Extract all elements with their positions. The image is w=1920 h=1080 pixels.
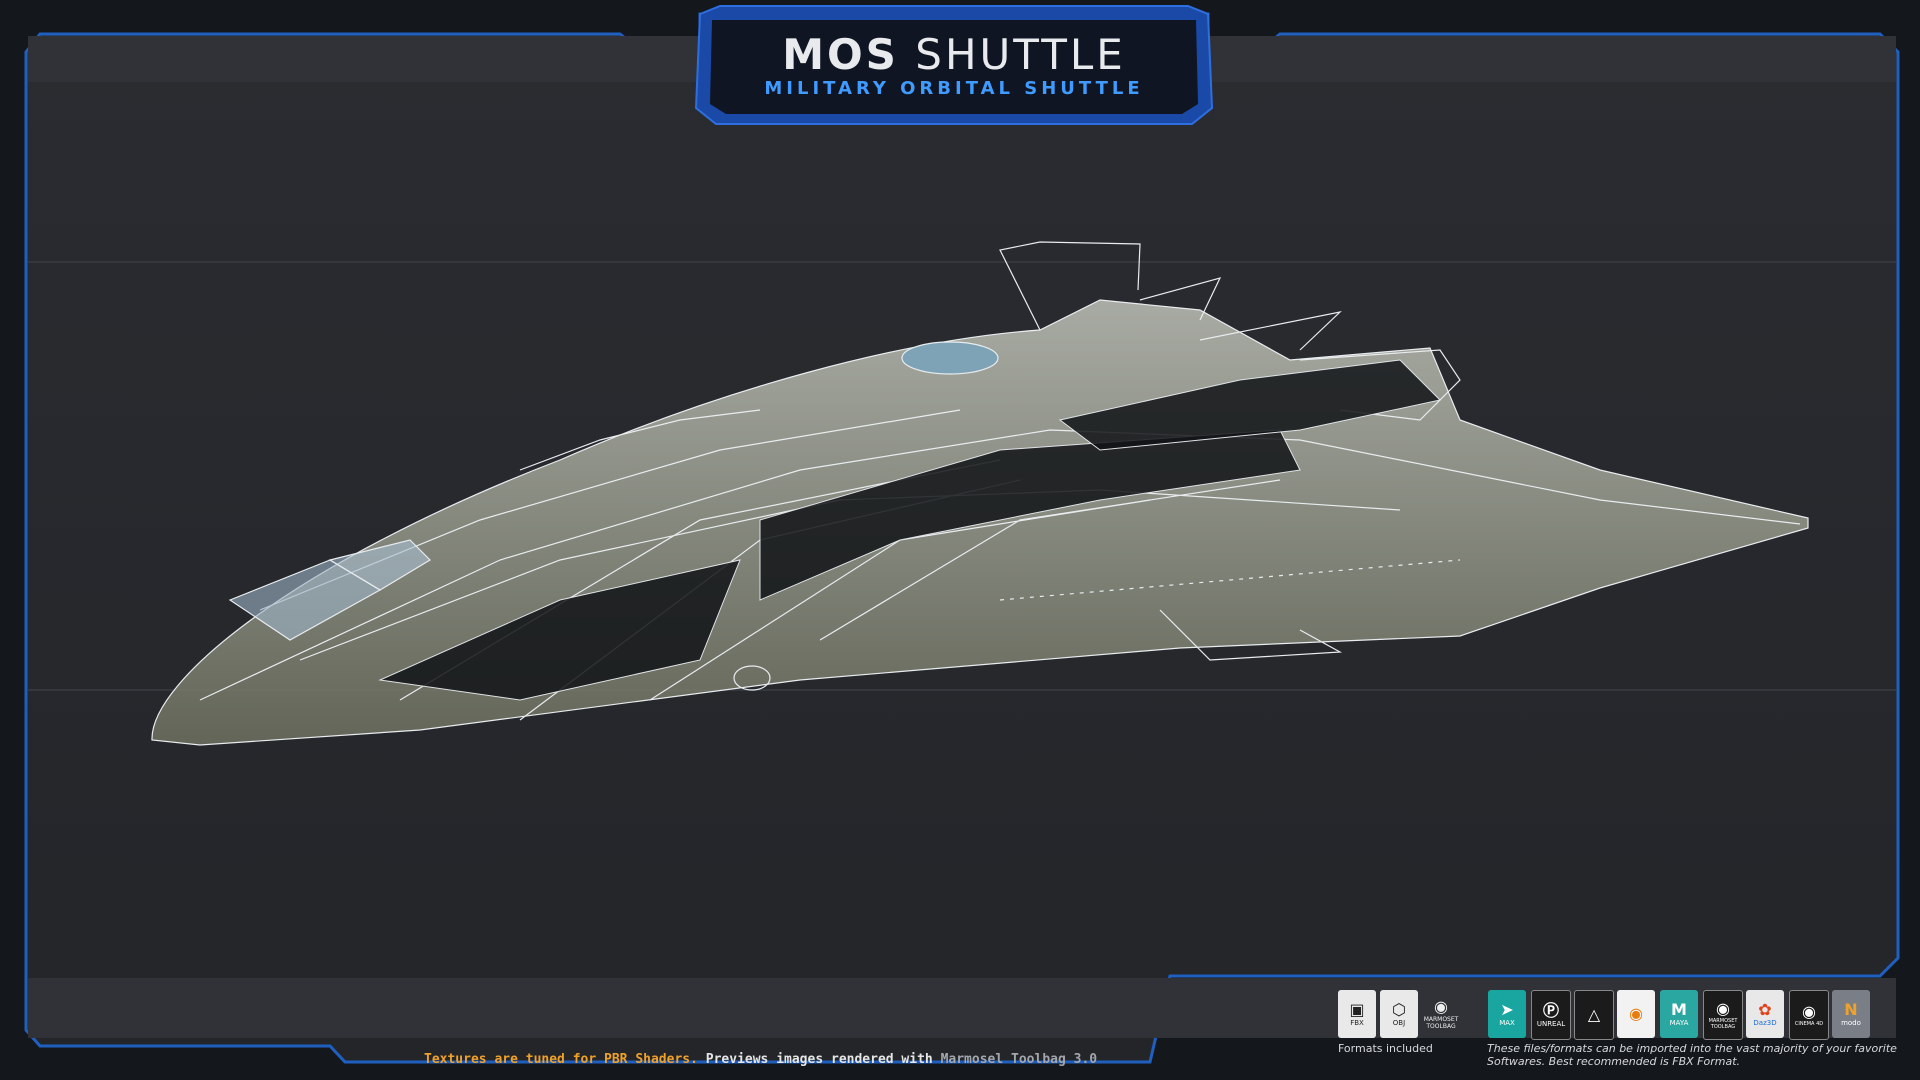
marmoset-icon: ◉MARMOSET TOOLBAG xyxy=(1703,990,1743,1040)
modo-label: modo xyxy=(1841,1019,1861,1027)
product-subtitle: MILITARY ORBITAL SHUTTLE xyxy=(764,78,1144,99)
title-light: SHUTTLE xyxy=(915,30,1126,79)
title-bold: MOS xyxy=(782,30,899,79)
marmoset-label: MARMOSET TOOLBAG xyxy=(1708,1018,1738,1030)
daz3d-icon: ✿Daz3D xyxy=(1746,990,1784,1038)
render-caption: Textures are tuned for PBR Shaders. Prev… xyxy=(424,1052,1097,1067)
cinema4d-icon: ◉CINEMA 4D xyxy=(1789,990,1829,1040)
title-plate-text: MOS SHUTTLE MILITARY ORBITAL SHUTTLE xyxy=(700,14,1208,118)
daz3d-label: Daz3D xyxy=(1753,1019,1777,1027)
formats-included-label: Formats included xyxy=(1338,1042,1433,1055)
import-note: These files/formats can be imported into… xyxy=(1487,1042,1897,1068)
obj-label: OBJ xyxy=(1392,1019,1406,1027)
blender-icon: ◉ xyxy=(1617,990,1655,1038)
unreal-label: UNREAL xyxy=(1536,1020,1566,1028)
obj-icon: ⬡OBJ xyxy=(1380,990,1418,1038)
maya-label: MAYA xyxy=(1669,1019,1689,1027)
cinema4d-label: CINEMA 4D xyxy=(1794,1021,1824,1027)
bottom-band xyxy=(28,978,1896,1038)
caption-toolbag: Marmosel Toolbag 3.0 xyxy=(940,1052,1098,1067)
fbx-label: FBX xyxy=(1350,1019,1364,1027)
marmoset-format-label: MARMOSET TOOLBAG xyxy=(1423,1016,1459,1030)
unity-icon: △ xyxy=(1574,990,1614,1040)
product-title: MOS SHUTTLE xyxy=(700,30,1208,79)
caption-middle: Previews images rendered with xyxy=(697,1052,941,1067)
caption-pbr: Textures are tuned for PBR Shaders. xyxy=(424,1052,698,1067)
marmoset-format-icon: ◉MARMOSET TOOLBAG xyxy=(1423,997,1459,1031)
fbx-icon: ▣FBX xyxy=(1338,990,1376,1038)
3dsmax-icon: ➤MAX xyxy=(1488,990,1526,1038)
3dsmax-label: MAX xyxy=(1499,1019,1515,1027)
shuttle-dark-underbody xyxy=(378,359,1442,701)
